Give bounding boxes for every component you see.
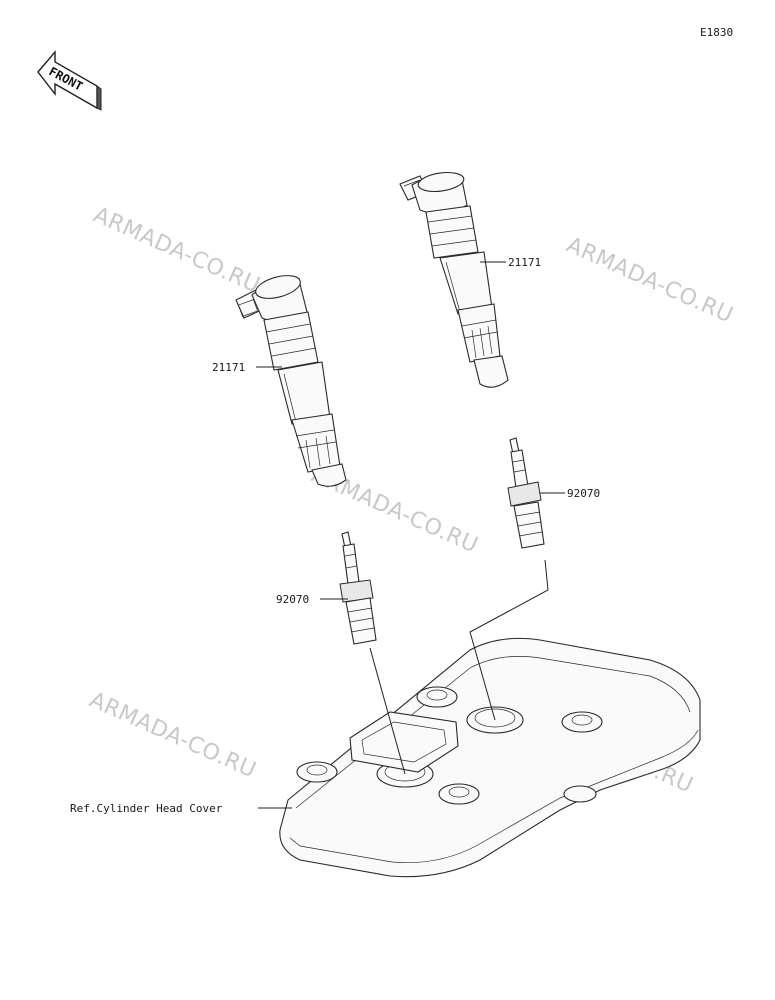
ignition-coil-left <box>235 275 347 487</box>
part-number-plug-left: 92070 <box>276 593 309 606</box>
watermark-4: ARMADA-CO.RU <box>86 688 260 784</box>
part-number-coil-left: 21171 <box>212 361 245 374</box>
cylinder-head-cover <box>279 637 701 878</box>
spark-plug-right <box>507 437 545 549</box>
reference-label: Ref.Cylinder Head Cover <box>70 802 223 815</box>
front-arrow-icon: FRONT <box>37 50 102 111</box>
part-number-plug-right: 92070 <box>567 487 600 500</box>
watermark-1: ARMADA-CO.RU <box>90 203 264 299</box>
leader-lines <box>256 261 565 809</box>
spark-plug-left <box>339 531 377 645</box>
part-number-coil-right: 21171 <box>508 256 541 269</box>
ignition-coil-right <box>399 171 509 388</box>
watermark-2: ARMADA-CO.RU <box>563 233 737 329</box>
diagram-code: E1830 <box>700 26 733 39</box>
